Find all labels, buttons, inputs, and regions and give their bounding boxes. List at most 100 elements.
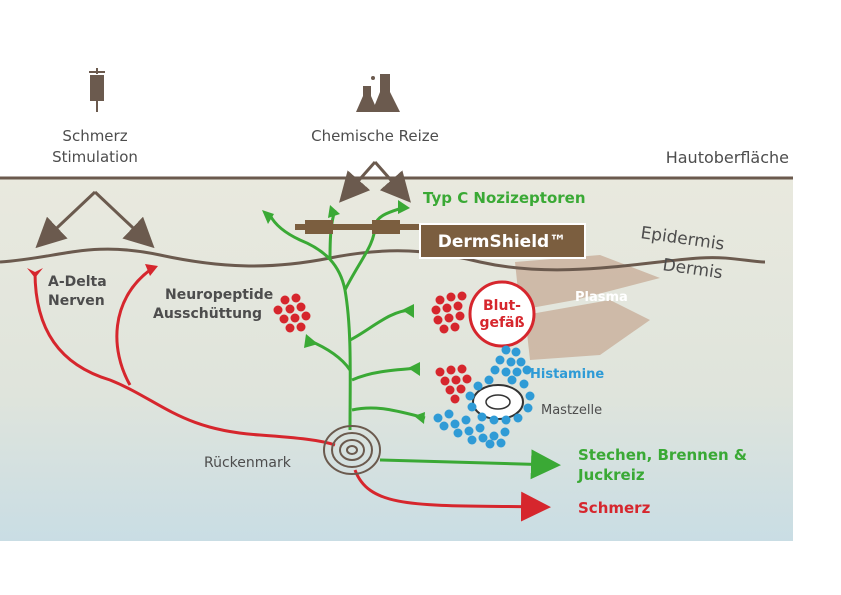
spinal-cord-label: Rückenmark <box>204 455 292 471</box>
pain-stimulation-label-2: Stimulation <box>52 148 138 166</box>
histamine-blue-dot <box>501 345 511 355</box>
neuropeptide-dot <box>296 302 306 312</box>
vessel-dot <box>433 315 443 325</box>
histamine-blue-dot <box>485 439 495 449</box>
neuropeptide-dot <box>285 323 295 333</box>
neuropeptide-dot <box>280 295 290 305</box>
neuropeptide-label-2: Ausschüttung <box>153 306 262 322</box>
stimulation-arrows <box>35 161 411 249</box>
vessel-dot <box>446 292 456 302</box>
neuropeptide-dot <box>296 322 306 332</box>
c-nociceptors-label: Typ C Nozizeptoren <box>423 189 586 207</box>
vessel-dot <box>453 301 463 311</box>
histamine-red-dot <box>440 376 450 386</box>
histamine-blue-dot <box>522 365 532 375</box>
histamine-blue-dot <box>489 415 499 425</box>
histamine-red-dot <box>457 364 467 374</box>
histamine-blue-dot <box>473 381 483 391</box>
plasma-label: Plasma <box>575 290 628 305</box>
histamine-blue-dot <box>516 357 526 367</box>
vessel-dot <box>442 303 452 313</box>
histamine-label: Histamine <box>530 367 604 382</box>
histamine-blue-dot <box>523 403 533 413</box>
vessel-dot <box>439 324 449 334</box>
blood-vessel-label-2: gefäß <box>479 315 524 331</box>
itch-output-label-2: Juckreiz <box>577 466 645 484</box>
histamine-blue-dot <box>501 367 511 377</box>
vessel-dot <box>455 311 465 321</box>
histamine-blue-dot <box>467 402 477 412</box>
a-delta-label-2: Nerven <box>48 293 105 309</box>
histamine-blue-dot <box>467 435 477 445</box>
histamine-blue-dot <box>513 413 523 423</box>
histamine-red-dot <box>456 384 466 394</box>
histamine-blue-dot <box>525 391 535 401</box>
pain-output-label: Schmerz <box>578 499 651 517</box>
a-delta-label-1: A-Delta <box>48 274 107 290</box>
syringe-icon <box>89 68 105 112</box>
histamine-blue-dot <box>512 367 522 377</box>
vessel-dot <box>444 313 454 323</box>
dermshield-marker <box>295 220 586 259</box>
histamine-blue-dot <box>496 438 506 448</box>
histamine-red-dot <box>451 375 461 385</box>
histamine-blue-dot <box>439 421 449 431</box>
a-delta-ending-right <box>145 264 158 276</box>
neuropeptide-dot <box>285 304 295 314</box>
histamine-red-dot <box>450 394 460 404</box>
neuropeptide-label-1: Neuropeptide <box>165 287 273 303</box>
histamine-blue-dot <box>495 355 505 365</box>
vessel-dot <box>450 322 460 332</box>
dermshield-label: DermShield™ <box>438 232 566 252</box>
histamine-blue-dot <box>450 419 460 429</box>
chemical-stimuli-label: Chemische Reize <box>311 127 439 145</box>
epidermis-dermis-line <box>0 247 766 272</box>
dot-clusters <box>273 291 535 449</box>
vessel-dot <box>457 291 467 301</box>
itch-output-label-1: Stechen, Brennen & <box>578 446 747 464</box>
spinal-cord-icon <box>323 425 381 475</box>
flask-icon <box>356 74 400 112</box>
plasma-shape <box>515 255 660 360</box>
histamine-blue-dot <box>478 433 488 443</box>
histamine-blue-dot <box>501 415 511 425</box>
histamine-blue-dot <box>477 412 487 422</box>
histamine-blue-dot <box>444 409 454 419</box>
neuropeptide-dot <box>273 305 283 315</box>
skin-surface-label: Hautoberfläche <box>666 148 789 167</box>
histamine-blue-dot <box>511 347 521 357</box>
histamine-blue-dot <box>506 357 516 367</box>
neuropeptide-dot <box>290 313 300 323</box>
histamine-blue-dot <box>507 375 517 385</box>
blood-vessel-label-1: Blut- <box>483 298 521 314</box>
histamine-blue-dot <box>475 423 485 433</box>
histamine-blue-dot <box>464 426 474 436</box>
neuropeptide-dot <box>301 311 311 321</box>
blood-vessel-circle <box>468 280 536 348</box>
nerve-endings <box>262 200 425 424</box>
histamine-red-dot <box>435 367 445 377</box>
histamine-blue-dot <box>453 428 463 438</box>
histamine-red-dot <box>445 385 455 395</box>
histamine-blue-dot <box>461 415 471 425</box>
a-delta-ending-left <box>27 268 43 278</box>
mast-cell-label: Mastzelle <box>541 403 602 418</box>
vessel-dot <box>435 295 445 305</box>
neuropeptide-dot <box>279 314 289 324</box>
histamine-blue-dot <box>484 375 494 385</box>
histamine-red-dot <box>462 374 472 384</box>
pain-stimulation-label-1: Schmerz <box>62 127 127 145</box>
a-delta-nerves <box>33 268 551 522</box>
mast-cell-nucleus <box>485 394 511 410</box>
neuropeptide-dot <box>291 293 301 303</box>
histamine-blue-dot <box>519 379 529 389</box>
histamine-blue-dot <box>489 431 499 441</box>
histamine-blue-dot <box>433 413 443 423</box>
histamine-blue-dot <box>465 391 475 401</box>
histamine-red-dot <box>446 365 456 375</box>
histamine-blue-dot <box>500 427 510 437</box>
vessel-dot <box>431 305 441 315</box>
histamine-blue-dot <box>490 365 500 375</box>
